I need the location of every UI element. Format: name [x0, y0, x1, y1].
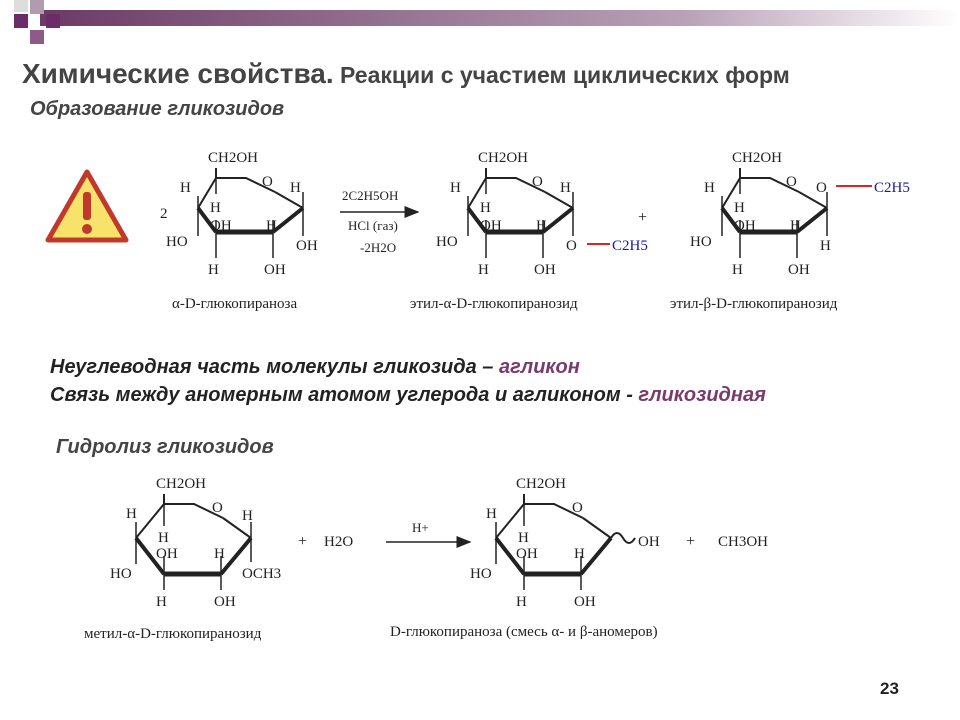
svg-text:H: H — [480, 200, 491, 216]
caption-d-glucopyranose: D-глюкопираноза (смесь α- и β-аномеров) — [390, 624, 658, 640]
plus-sign: + — [638, 209, 647, 226]
svg-text:OH: OH — [156, 546, 178, 562]
plus-sign-2: + — [686, 533, 695, 550]
molecule-d-glucopyranose: CH2OH O H H OH H HO OH H OH — [470, 476, 660, 610]
catalyst-proton: H+ — [412, 520, 429, 535]
reagent-water: H2O — [324, 534, 353, 550]
term-glycosidic: гликозидная — [638, 384, 766, 406]
svg-text:CH2OH: CH2OH — [516, 476, 566, 492]
svg-text:H: H — [158, 530, 169, 546]
svg-text:OH: OH — [788, 262, 810, 278]
svg-text:O: O — [572, 500, 583, 516]
title-rest: Реакции с участием циклических форм — [333, 62, 790, 88]
svg-text:HO: HO — [110, 566, 132, 582]
svg-text:O: O — [532, 174, 543, 190]
svg-text:H: H — [574, 546, 585, 562]
svg-text:H: H — [734, 200, 745, 216]
svg-text:H: H — [486, 506, 497, 522]
slide-title: Химические свойства. Реакции с участием … — [22, 58, 790, 90]
svg-text:O: O — [262, 174, 273, 190]
svg-text:CH2OH: CH2OH — [478, 150, 528, 166]
svg-text:OH: OH — [638, 534, 660, 550]
svg-text:O: O — [786, 174, 797, 190]
svg-text:HO: HO — [470, 566, 492, 582]
molecule-ethyl-alpha-glucopyranoside: CH2OH O H H H OH H HO O C2H5 H OH — [436, 150, 648, 278]
svg-text:O: O — [566, 238, 577, 254]
warning-icon — [45, 169, 129, 243]
svg-text:CH2OH: CH2OH — [732, 150, 782, 166]
svg-text:OH: OH — [516, 546, 538, 562]
svg-text:H: H — [478, 262, 489, 278]
reaction-glycoside-formation: CH2OH O H H 2 H OH H HO OH H OH 2C2H5OH … — [160, 150, 910, 312]
plus-sign-1: + — [298, 533, 307, 550]
caption-ethyl-beta: этил-β-D-глюкопиранозид — [670, 296, 838, 312]
svg-text:H: H — [208, 262, 219, 278]
svg-text:OCH3: OCH3 — [242, 566, 281, 582]
page-number: 23 — [880, 679, 899, 698]
svg-text:H: H — [536, 218, 547, 234]
molecule-ethyl-beta-glucopyranoside: CH2OH O H O C2H5 H OH H HO H H OH — [690, 150, 910, 278]
svg-text:HO: HO — [690, 234, 712, 250]
section-title-hydrolysis: Гидролиз гликозидов — [56, 436, 274, 458]
svg-text:C2H5: C2H5 — [612, 238, 648, 254]
svg-text:H: H — [820, 238, 831, 254]
svg-text:H: H — [790, 218, 801, 234]
svg-text:H: H — [732, 262, 743, 278]
water-loss: -2H2O — [360, 240, 396, 255]
catalyst-hcl: HCl (газ) — [348, 218, 398, 233]
svg-text:OH: OH — [210, 218, 232, 234]
svg-text:H: H — [560, 180, 571, 196]
svg-text:H: H — [290, 180, 301, 196]
section-title-glycoside-formation: Образование гликозидов — [30, 98, 285, 120]
svg-text:OH: OH — [296, 238, 318, 254]
svg-text:H: H — [518, 530, 529, 546]
product-methanol: CH3OH — [718, 534, 768, 550]
svg-text:H: H — [214, 546, 225, 562]
svg-text:OH: OH — [214, 594, 236, 610]
svg-text:OH: OH — [734, 218, 756, 234]
svg-text:H: H — [450, 180, 461, 196]
svg-text:CH2OH: CH2OH — [208, 150, 258, 166]
svg-text:C2H5: C2H5 — [874, 180, 910, 196]
svg-text:2: 2 — [160, 206, 168, 222]
molecule-methyl-alpha-glucopyranoside: CH2OH O H H H OH H HO OCH3 H OH — [110, 476, 281, 610]
term-aglycone: агликон — [498, 356, 580, 378]
svg-text:O: O — [816, 180, 827, 196]
svg-text:H: H — [516, 594, 527, 610]
svg-text:HO: HO — [166, 234, 188, 250]
caption-alpha-d-glucopyranose: α-D-глюкопираноза — [172, 296, 297, 312]
molecule-alpha-d-glucopyranose: CH2OH O H H 2 H OH H HO OH H OH — [160, 150, 318, 278]
svg-text:H: H — [156, 594, 167, 610]
svg-text:H: H — [704, 180, 715, 196]
svg-text:OH: OH — [574, 594, 596, 610]
svg-text:OH: OH — [480, 218, 502, 234]
note-glycosidic-bond: Связь между аномерным атомом углерода и … — [50, 384, 766, 406]
svg-text:H: H — [180, 180, 191, 196]
reagent-ethanol: 2C2H5OH — [342, 188, 398, 203]
svg-text:H: H — [242, 508, 253, 524]
title-main: Химические свойства. — [22, 58, 334, 89]
note-aglycone: Неуглеводная часть молекулы гликозида – … — [50, 356, 580, 378]
svg-text:H: H — [126, 506, 137, 522]
svg-text:H: H — [210, 200, 221, 216]
svg-text:OH: OH — [264, 262, 286, 278]
svg-text:O: O — [212, 500, 223, 516]
reaction-glycoside-hydrolysis: CH2OH O H H H OH H HO OCH3 H OH + H2O H+ — [84, 476, 768, 642]
svg-text:HO: HO — [436, 234, 458, 250]
top-decor-bar — [0, 0, 960, 44]
svg-text:CH2OH: CH2OH — [156, 476, 206, 492]
svg-text:OH: OH — [534, 262, 556, 278]
caption-ethyl-alpha: этил-α-D-глюкопиранозид — [410, 296, 578, 312]
svg-text:H: H — [266, 218, 277, 234]
caption-methyl-alpha: метил-α-D-глюкопиранозид — [84, 626, 262, 642]
